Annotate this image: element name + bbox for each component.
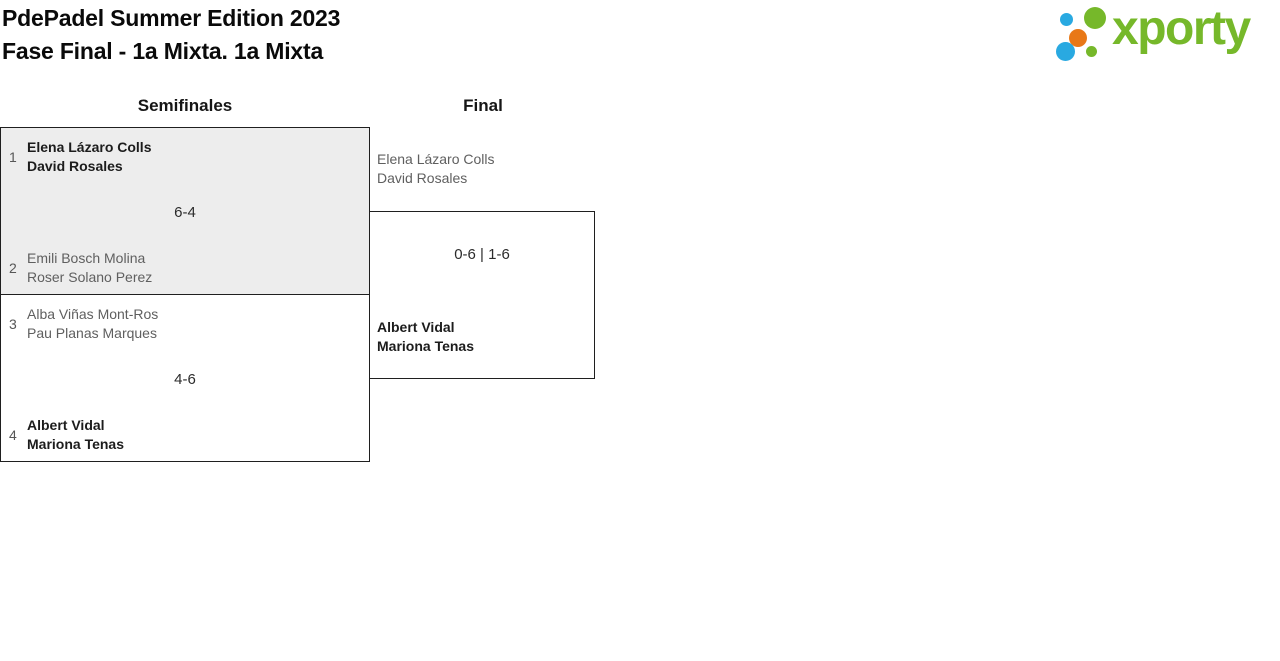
player-name: Roser Solano Perez	[27, 269, 153, 285]
player-name: Albert Vidal	[377, 319, 455, 335]
seed-number: 2	[9, 260, 17, 276]
player-name: Emili Bosch Molina	[27, 250, 146, 266]
semifinal2-team2[interactable]: 4 Albert Vidal Mariona Tenas	[9, 416, 124, 454]
seed-number: 1	[9, 149, 17, 165]
header: PdePadel Summer Edition 2023 Fase Final …	[2, 2, 340, 68]
player-name: Alba Viñas Mont-Ros	[27, 306, 159, 322]
logo-dot-icon	[1056, 42, 1075, 61]
semifinal1-team2[interactable]: 2 Emili Bosch Molina Roser Solano Perez	[9, 249, 152, 287]
logo-dot-icon	[1069, 29, 1087, 47]
team-players: Elena Lázaro Colls David Rosales	[27, 138, 151, 176]
seed-number: 4	[9, 427, 17, 443]
logo-dot-icon	[1060, 13, 1073, 26]
logo-wordmark: xporty	[1112, 2, 1251, 55]
team-players: Alba Viñas Mont-Ros Pau Planas Marques	[27, 305, 158, 343]
final-match-box	[369, 211, 595, 379]
player-name: Elena Lázaro Colls	[377, 151, 495, 167]
final-score: 0-6 | 1-6	[454, 246, 510, 263]
xporty-logo[interactable]: xporty	[1050, 0, 1280, 72]
page-title: PdePadel Summer Edition 2023	[2, 5, 341, 31]
semifinal2-team1[interactable]: 3 Alba Viñas Mont-Ros Pau Planas Marques	[9, 305, 158, 343]
final-team1[interactable]: Elena Lázaro Colls David Rosales	[377, 150, 495, 188]
player-name: Mariona Tenas	[27, 436, 124, 452]
match-semifinal-2: 3 Alba Viñas Mont-Ros Pau Planas Marques…	[0, 294, 370, 462]
team-players: Emili Bosch Molina Roser Solano Perez	[27, 249, 152, 287]
team-players: Albert Vidal Mariona Tenas	[27, 416, 124, 454]
logo-dot-icon	[1084, 7, 1106, 29]
player-name: Albert Vidal	[27, 417, 105, 433]
seed-number: 3	[9, 316, 17, 332]
player-name: Pau Planas Marques	[27, 325, 157, 341]
round-header-semifinals: Semifinales	[137, 96, 233, 115]
player-name: David Rosales	[27, 158, 123, 174]
match-score: 6-4	[174, 204, 196, 221]
player-name: David Rosales	[377, 170, 468, 186]
match-semifinal-1: 1 Elena Lázaro Colls David Rosales 6-4 2…	[0, 127, 370, 295]
logo-dot-icon	[1086, 46, 1097, 57]
final-team2[interactable]: Albert Vidal Mariona Tenas	[377, 318, 474, 356]
match-score: 4-6	[174, 371, 196, 388]
round-header-final: Final	[463, 96, 503, 115]
page-subtitle: Fase Final - 1a Mixta. 1a Mixta	[2, 38, 324, 64]
player-name: Mariona Tenas	[377, 338, 474, 354]
player-name: Elena Lázaro Colls	[27, 139, 152, 155]
semifinal1-team1[interactable]: 1 Elena Lázaro Colls David Rosales	[9, 138, 151, 176]
